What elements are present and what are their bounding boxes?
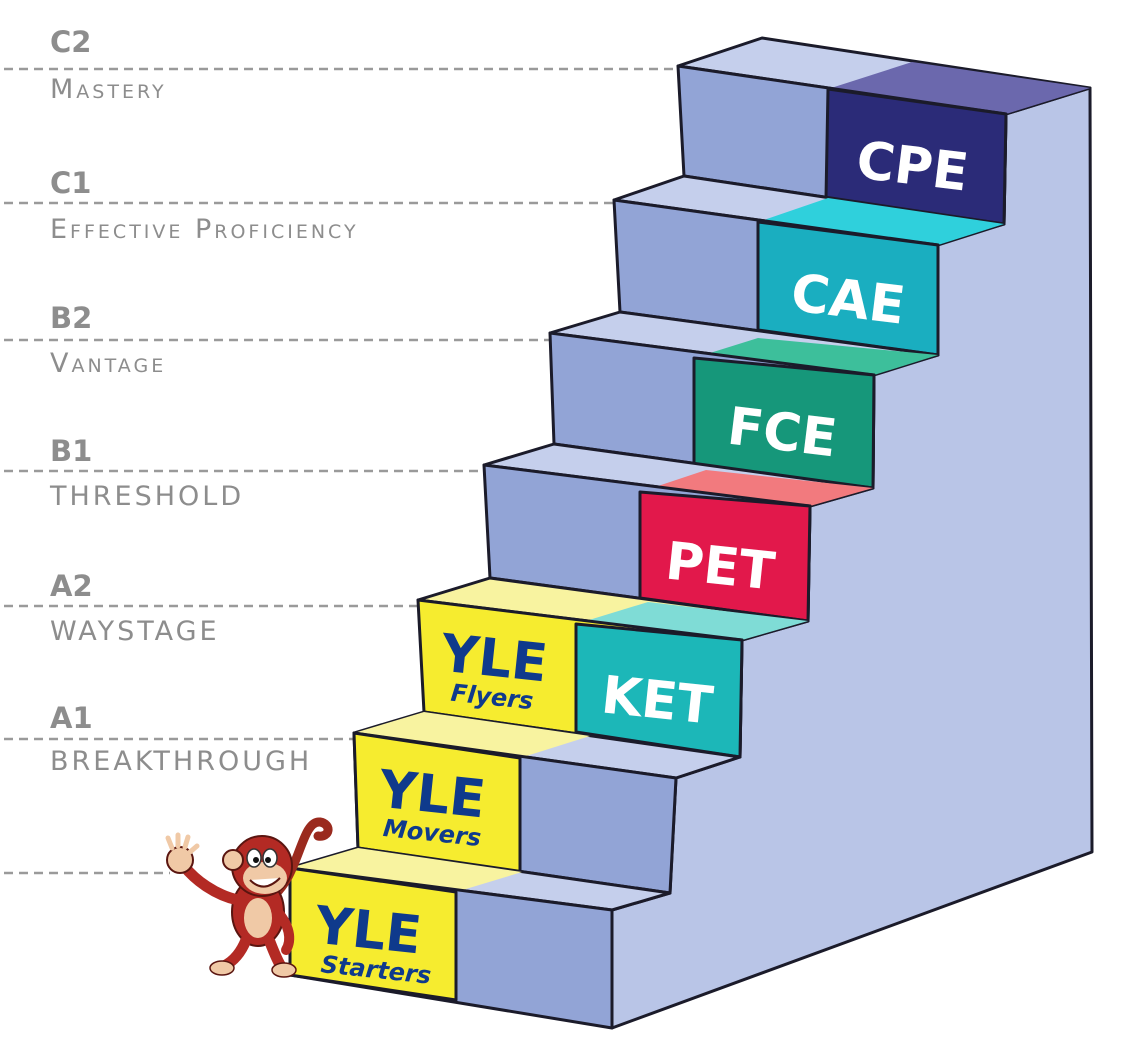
- step-cae: CAE: [612, 174, 1006, 357]
- step-starters: YLE Starters: [288, 846, 672, 1030]
- level-code-b1: B1: [50, 434, 92, 468]
- monkey-mascot-icon: [165, 817, 333, 978]
- exam-label-cpe: CPE: [853, 130, 971, 203]
- step-starters-top-yellow: [290, 848, 522, 892]
- exam-label-pet: PET: [663, 531, 778, 602]
- step-fce-top-color: [694, 338, 938, 375]
- level-name-a2: Waystage: [50, 616, 220, 647]
- step-pet-top-color: [640, 470, 873, 506]
- level-name-c1: Effective Proficiency: [50, 214, 359, 245]
- step-cae-top-color: [758, 198, 1004, 245]
- level-code-c2: C2: [50, 25, 91, 59]
- yle-starters-title: YLE: [311, 896, 424, 967]
- step-cpe-top-color: [828, 62, 1090, 114]
- level-name-b2: Vantage: [50, 348, 166, 379]
- exam-label-fce: FCE: [724, 397, 840, 470]
- level-name-b1: Threshold: [49, 481, 244, 512]
- level-code-a1: A1: [50, 701, 93, 735]
- exam-label-ket: KET: [599, 665, 716, 736]
- level-name-a1: Breakthrough: [50, 746, 312, 777]
- exam-label-cae: CAE: [788, 263, 908, 336]
- level-code-c1: C1: [50, 166, 91, 200]
- level-labels: C2 Mastery C1 Effective Proficiency B2 V…: [49, 25, 359, 777]
- step-fce: FCE: [548, 310, 940, 490]
- level-guides: [4, 67, 690, 875]
- step-ket-flyers: KET YLE Flyers: [416, 576, 810, 759]
- step-pet: PET: [482, 442, 875, 623]
- yle-flyers-title: YLE: [437, 624, 550, 695]
- yle-movers-title: YLE: [375, 760, 488, 831]
- step-ket-top-color: [576, 602, 808, 640]
- level-code-a2: A2: [50, 569, 93, 603]
- level-name-c2: Mastery: [50, 74, 167, 105]
- level-code-b2: B2: [50, 301, 92, 335]
- step-movers-top-yellow: [354, 712, 590, 758]
- step-cpe: CPE: [676, 36, 1092, 226]
